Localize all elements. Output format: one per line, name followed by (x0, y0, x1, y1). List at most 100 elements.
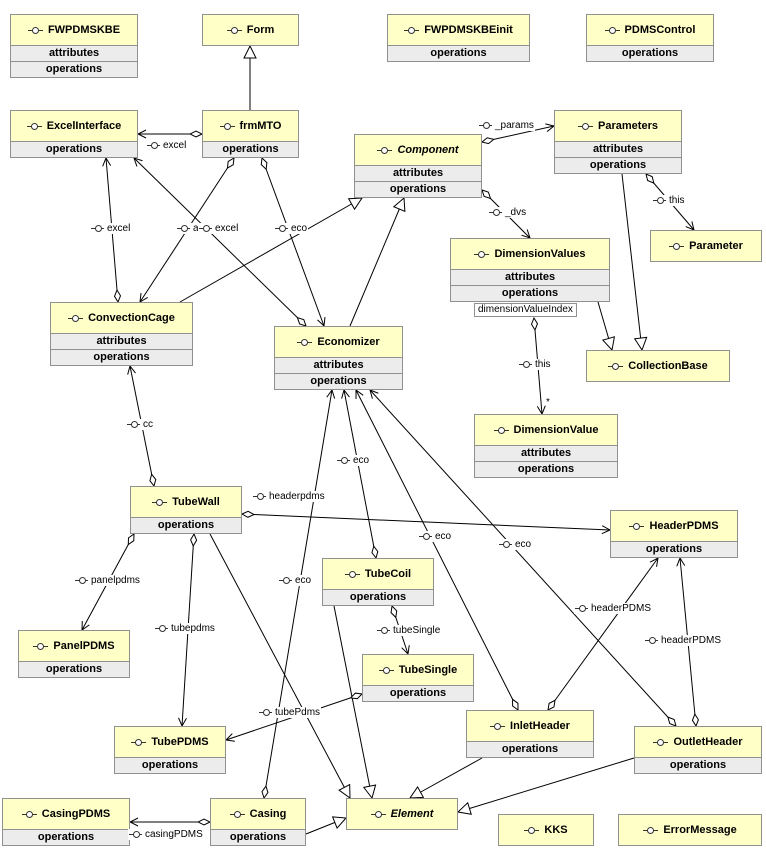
class-frmmto[interactable]: frmMTO operations (202, 110, 299, 158)
class-name: KKS (544, 824, 568, 836)
role-icon (127, 420, 140, 429)
qualifier-dimensionvalueindex: dimensionValueIndex (474, 303, 577, 317)
class-icon (578, 122, 594, 131)
class-icon (377, 146, 393, 155)
attributes-section: attributes (10, 46, 138, 62)
role-label-tubewall-panelpdms: panelpdms (74, 575, 141, 586)
operations-section: operations (274, 374, 403, 390)
operations-section: operations (554, 158, 682, 174)
operations-section: operations (202, 142, 299, 158)
operations-section: operations (10, 142, 138, 158)
role-label-tubewall-cc: cc (126, 419, 154, 430)
attributes-section: attributes (554, 142, 682, 158)
operations-section: operations (586, 46, 714, 62)
attributes-section: attributes (474, 446, 618, 462)
operations-section: operations (362, 686, 474, 702)
attributes-section: attributes (274, 358, 403, 374)
role-icon (91, 224, 104, 233)
operations-section: operations (634, 758, 762, 774)
operations-section: operations (387, 46, 530, 62)
class-parameters[interactable]: Parameters attributes operations (554, 110, 682, 174)
class-icon (493, 426, 509, 435)
class-icon (344, 570, 360, 579)
role-label-inletheader-headerpdms: headerPDMS (574, 603, 653, 614)
class-inletheader[interactable]: InletHeader operations (466, 710, 594, 758)
operations-section: operations (114, 758, 226, 774)
operations-section: operations (10, 62, 138, 78)
class-dimensionvalue[interactable]: DimensionValue attributes operations (474, 414, 618, 478)
operations-section: operations (130, 518, 242, 534)
role-icon (259, 708, 272, 717)
gen-tubewall-element (209, 533, 350, 798)
class-name: Form (246, 24, 275, 36)
role-label-casing-eco: eco (278, 575, 313, 586)
class-name: TubeCoil (364, 568, 412, 580)
assoc-inletheader-headerpdms (548, 558, 658, 710)
role-icon (519, 360, 532, 369)
class-component[interactable]: Component attributes operations (354, 134, 482, 198)
class-icon (21, 810, 37, 819)
operations-section: operations (50, 350, 193, 366)
class-name: Casing (249, 808, 287, 820)
class-name: Economizer (317, 336, 380, 348)
class-form[interactable]: Form (202, 14, 299, 46)
class-name: DimensionValue (513, 424, 599, 436)
class-icon (226, 26, 242, 35)
attributes-section: attributes (50, 334, 193, 350)
class-kks[interactable]: KKS (498, 814, 594, 846)
operations-section: operations (474, 462, 618, 478)
class-excelinterface[interactable]: ExcelInterface operations (10, 110, 138, 158)
role-icon (499, 540, 512, 549)
gen-outletheader-element (458, 757, 635, 812)
class-icon (643, 826, 659, 835)
class-tubecoil[interactable]: TubeCoil operations (322, 558, 434, 606)
class-panelpdms[interactable]: PanelPDMS operations (18, 630, 130, 678)
class-errormessage[interactable]: ErrorMessage (618, 814, 762, 846)
class-icon (297, 338, 313, 347)
role-icon (479, 121, 492, 130)
class-headerpdms[interactable]: HeaderPDMS operations (610, 510, 738, 558)
class-icon (152, 498, 168, 507)
class-icon (629, 522, 645, 531)
operations-section: operations (354, 182, 482, 198)
class-tubesingle[interactable]: TubeSingle operations (362, 654, 474, 702)
operations-section: operations (18, 662, 130, 678)
role-label-tubewall-headerpdms: headerpdms (252, 491, 326, 502)
class-name: ExcelInterface (46, 120, 122, 132)
class-icon (68, 314, 84, 323)
class-convectioncage[interactable]: ConvectionCage attributes operations (50, 302, 193, 366)
class-dimensionvalues[interactable]: DimensionValues attributes operations (450, 238, 610, 302)
class-element[interactable]: Element (346, 798, 458, 830)
class-tubewall[interactable]: TubeWall operations (130, 486, 242, 534)
class-name: FWPDMSKBE (47, 24, 121, 36)
gen-dimensionvalues-collectionbase (597, 301, 612, 350)
gen-convcage-component (179, 198, 362, 303)
class-name: Element (390, 808, 434, 820)
class-economizer[interactable]: Economizer attributes operations (274, 326, 403, 390)
role-label-tubesingle-tubepdms: tubePdms (258, 707, 322, 718)
class-icon (33, 642, 49, 651)
class-outletheader[interactable]: OutletHeader operations (634, 726, 762, 774)
class-tubepdms[interactable]: TubePDMS operations (114, 726, 226, 774)
class-icon (653, 738, 669, 747)
class-fwpdmskbeinit[interactable]: FWPDMSKBEinit operations (387, 14, 530, 62)
class-icon (27, 26, 43, 35)
class-icon (604, 26, 620, 35)
class-icon (131, 738, 147, 747)
role-label-frmmto-eco: eco (274, 223, 309, 234)
class-fwpdmskbe[interactable]: FWPDMSKBE attributes operations (10, 14, 138, 78)
class-casing[interactable]: Casing operations (210, 798, 306, 846)
class-icon (404, 26, 420, 35)
class-collectionbase[interactable]: CollectionBase (586, 350, 730, 382)
class-parameter[interactable]: Parameter (650, 230, 762, 262)
class-icon (229, 810, 245, 819)
class-name: TubeWall (172, 496, 220, 508)
class-name: TubeSingle (398, 664, 458, 676)
class-name: Parameters (598, 120, 658, 132)
class-casingpdms[interactable]: CasingPDMS operations (2, 798, 130, 846)
class-name: Parameter (689, 240, 743, 252)
class-pdmscontrol[interactable]: PDMSControl operations (586, 14, 714, 62)
role-icon (75, 576, 88, 585)
role-icon (155, 624, 168, 633)
